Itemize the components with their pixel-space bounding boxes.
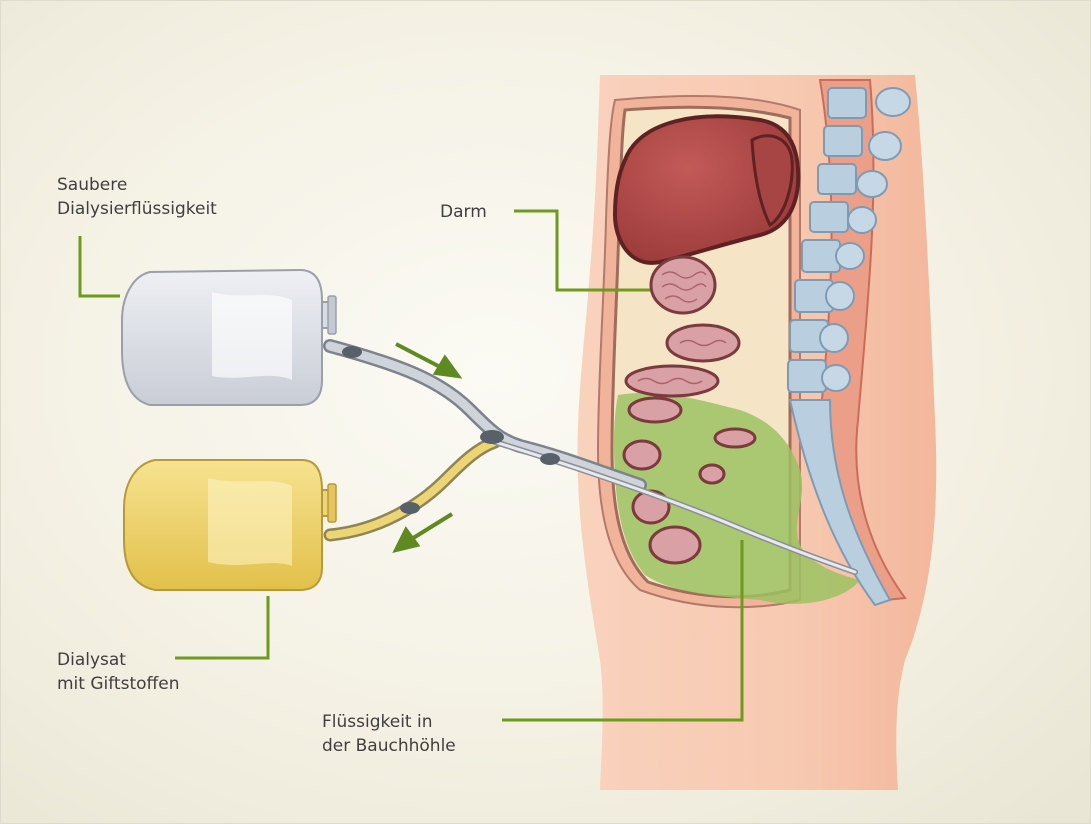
spinous-process bbox=[836, 243, 864, 269]
intestine-loop bbox=[624, 441, 660, 469]
intestine-loop bbox=[629, 398, 681, 422]
label-abdominal-fluid: Flüssigkeit in der Bauchhöhle bbox=[322, 710, 456, 758]
leader-line-dialysate bbox=[175, 596, 268, 658]
intestine-loop bbox=[715, 429, 755, 447]
spinous-process bbox=[826, 282, 854, 310]
intestine-loop bbox=[651, 257, 715, 313]
vertebra bbox=[810, 202, 848, 232]
label-clean-fluid: Saubere Dialysierflüssigkeit bbox=[57, 173, 217, 221]
tube-clamp bbox=[342, 346, 362, 358]
spinous-process bbox=[876, 88, 910, 116]
spinous-process bbox=[820, 324, 848, 352]
label-abdominal-fluid-line2: der Bauchhöhle bbox=[322, 734, 456, 758]
spinous-process bbox=[869, 132, 901, 160]
spinous-process bbox=[848, 207, 876, 233]
clean-fluid-bag bbox=[122, 270, 336, 405]
intestine-loop bbox=[667, 325, 739, 361]
vertebra bbox=[828, 88, 866, 118]
intestine-loop bbox=[700, 465, 724, 483]
intestine-loop bbox=[626, 366, 718, 396]
label-intestine-line1: Darm bbox=[440, 200, 487, 224]
vertebra bbox=[818, 164, 856, 194]
vertebra bbox=[788, 360, 826, 392]
dialysate-bag bbox=[124, 460, 336, 590]
label-dialysate-line1: Dialysat bbox=[57, 648, 179, 672]
label-clean-fluid-line2: Dialysierflüssigkeit bbox=[57, 197, 217, 221]
body-cross-section bbox=[577, 75, 936, 790]
label-dialysate-line2: mit Giftstoffen bbox=[57, 672, 179, 696]
tube-clamp bbox=[480, 430, 504, 444]
vertebra bbox=[824, 126, 862, 156]
leader-line-clean-fluid bbox=[80, 236, 120, 296]
intestine-loop bbox=[650, 527, 700, 563]
tube-clamp bbox=[400, 502, 420, 514]
label-abdominal-fluid-line1: Flüssigkeit in bbox=[322, 710, 456, 734]
tube-clamp bbox=[540, 453, 560, 465]
vertebra bbox=[802, 240, 840, 272]
label-dialysate: Dialysat mit Giftstoffen bbox=[57, 648, 179, 696]
label-intestine: Darm bbox=[440, 200, 487, 224]
spinous-process bbox=[857, 171, 887, 197]
spinous-process bbox=[822, 365, 850, 391]
outflow-arrow bbox=[410, 514, 452, 540]
label-clean-fluid-line1: Saubere bbox=[57, 173, 217, 197]
